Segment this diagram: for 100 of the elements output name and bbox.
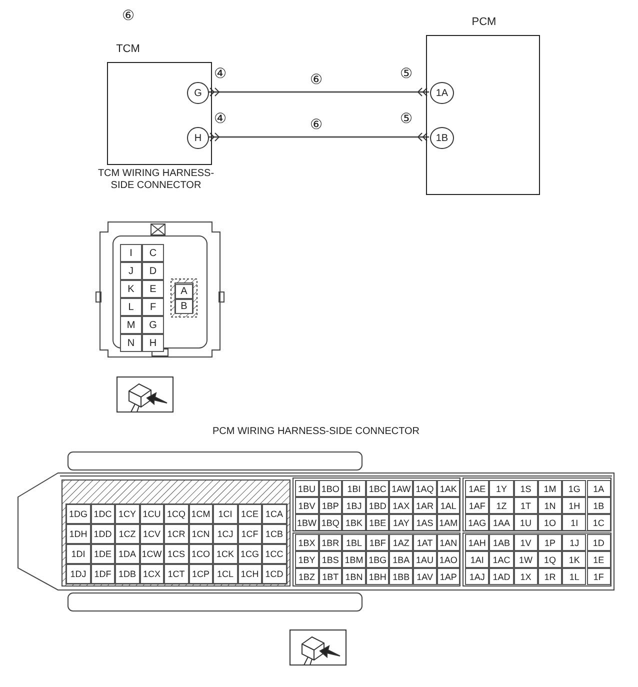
terminal-cell: 1BD: [366, 497, 390, 514]
terminal-cell: 1BY: [295, 551, 319, 568]
terminal-cell: 1B: [586, 497, 611, 514]
terminal-cell: 1BV: [295, 497, 319, 514]
terminal-cell: 1W: [514, 551, 538, 568]
terminal-cell: 1CT: [164, 564, 188, 584]
terminal-cell: 1CJ: [213, 524, 238, 544]
terminal-cell: 1O: [538, 514, 562, 531]
terminal-cell: 1Z: [489, 497, 514, 514]
terminal-cell: 1D: [586, 534, 611, 551]
terminal-cell: 1K: [562, 551, 586, 568]
terminal-cell: 1BF: [366, 534, 390, 551]
terminal-cell: 1DC: [90, 504, 115, 524]
terminal-cell: 1I: [562, 514, 586, 531]
terminal-cell: 1CP: [188, 564, 213, 584]
terminal-cell: 1AI: [465, 551, 490, 568]
connector-title: PCM WIRING HARNESS-SIDE CONNECTOR: [211, 426, 421, 438]
terminal-cell: 1BZ: [295, 568, 319, 585]
terminal-cell: 1CS: [164, 544, 188, 564]
module-name: PCM: [470, 16, 498, 29]
terminal-cell: A: [175, 284, 193, 299]
terminal-cell: 1DD: [90, 524, 115, 544]
terminal-cell: 1AS: [413, 514, 437, 531]
terminal-cell: 1AK: [436, 480, 460, 497]
terminal-cell: 1AP: [436, 568, 460, 585]
terminal-cell: F: [142, 298, 164, 316]
terminal-cell: 1AF: [465, 497, 490, 514]
terminal-cell: 1AE: [465, 480, 490, 497]
terminal-cell: 1M: [538, 480, 562, 497]
terminal-cell: 1T: [514, 497, 538, 514]
terminal-cell: 1F: [586, 568, 611, 585]
edge-label: ⑥: [310, 73, 323, 87]
callout-number: ⑤: [400, 67, 413, 81]
callout-number: ⑥: [122, 9, 135, 23]
terminal-cell: 1BN: [342, 568, 366, 585]
terminal-cell: 1CL: [213, 564, 238, 584]
terminal-cell: H: [142, 334, 164, 352]
terminal-cell: 1CH: [238, 564, 262, 584]
terminal-cell: 1H: [562, 497, 586, 514]
terminal-cell: 1CO: [188, 544, 213, 564]
terminal-cell: 1U: [514, 514, 538, 531]
terminal-cell: 1G: [562, 480, 586, 497]
terminal-cell: K: [120, 280, 142, 298]
terminal-cell: 1AC: [489, 551, 514, 568]
connector-title: TCM WIRING HARNESS-SIDE CONNECTOR: [96, 168, 216, 192]
terminal-cell: J: [120, 262, 142, 280]
terminal-cell: 1CV: [140, 524, 164, 544]
terminal-cell: 1AU: [413, 551, 437, 568]
terminal-cell: 1AZ: [389, 534, 413, 551]
terminal-cell: M: [120, 316, 142, 334]
terminal-cell: 1CM: [188, 504, 213, 524]
terminal-cell: 1DE: [90, 544, 115, 564]
terminal-cell: 1BM: [342, 551, 366, 568]
terminal-cell: I: [120, 244, 142, 262]
terminal-cell: 1AT: [413, 534, 437, 551]
terminal-cell: 1AA: [489, 514, 514, 531]
terminal-cell: 1CR: [164, 524, 188, 544]
terminal-cell: 1CD: [262, 564, 286, 584]
terminal-cell: 1L: [562, 568, 586, 585]
terminal-cell: 1CB: [262, 524, 286, 544]
terminal-cell: 1BL: [342, 534, 366, 551]
terminal-cell: 1AO: [436, 551, 460, 568]
terminal-cell: 1C: [586, 514, 611, 531]
terminal-cell: 1AJ: [465, 568, 490, 585]
terminal-cell: 1AM: [436, 514, 460, 531]
terminal-cell: 1CA: [262, 504, 286, 524]
module-name: TCM: [115, 43, 141, 56]
terminal-cell: 1AW: [389, 480, 413, 497]
terminal-cell: 1CN: [188, 524, 213, 544]
terminal-cell: 1R: [538, 568, 562, 585]
terminal-cell: 1CX: [140, 564, 164, 584]
terminal-cell: 1AR: [413, 497, 437, 514]
terminal-cell: 1BJ: [342, 497, 366, 514]
terminal-cell: 1BT: [318, 568, 342, 585]
terminal-cell: 1DI: [66, 544, 90, 564]
terminal-cell: 1CG: [238, 544, 262, 564]
callout-number: ④: [214, 67, 227, 81]
terminal-cell: 1BQ: [318, 514, 342, 531]
terminal-cell: 1BG: [366, 551, 390, 568]
terminal-cell: 1CE: [238, 504, 262, 524]
terminal-cell: 1AG: [465, 514, 490, 531]
terminal-cell: 1BH: [366, 568, 390, 585]
terminal-cell: 1CK: [213, 544, 238, 564]
terminal-cell: 1CU: [140, 504, 164, 524]
callout-number: ⑤: [400, 112, 413, 126]
terminal-cell: E: [142, 280, 164, 298]
terminal-cell: 1BP: [318, 497, 342, 514]
terminal-cell: C: [142, 244, 164, 262]
terminal-cell: 1Y: [489, 480, 514, 497]
terminal-cell: 1CY: [115, 504, 140, 524]
terminal-cell: 1BW: [295, 514, 319, 531]
terminal-cell: G: [142, 316, 164, 334]
terminal-cell: 1DA: [115, 544, 140, 564]
terminal-cell: 1AL: [436, 497, 460, 514]
terminal-cell: 1BK: [342, 514, 366, 531]
terminal-cell: L: [120, 298, 142, 316]
terminal-cell: 1BR: [318, 534, 342, 551]
terminal-cell: 1AY: [389, 514, 413, 531]
terminal-cell: B: [175, 299, 193, 314]
terminal-cell: 1BC: [366, 480, 390, 497]
